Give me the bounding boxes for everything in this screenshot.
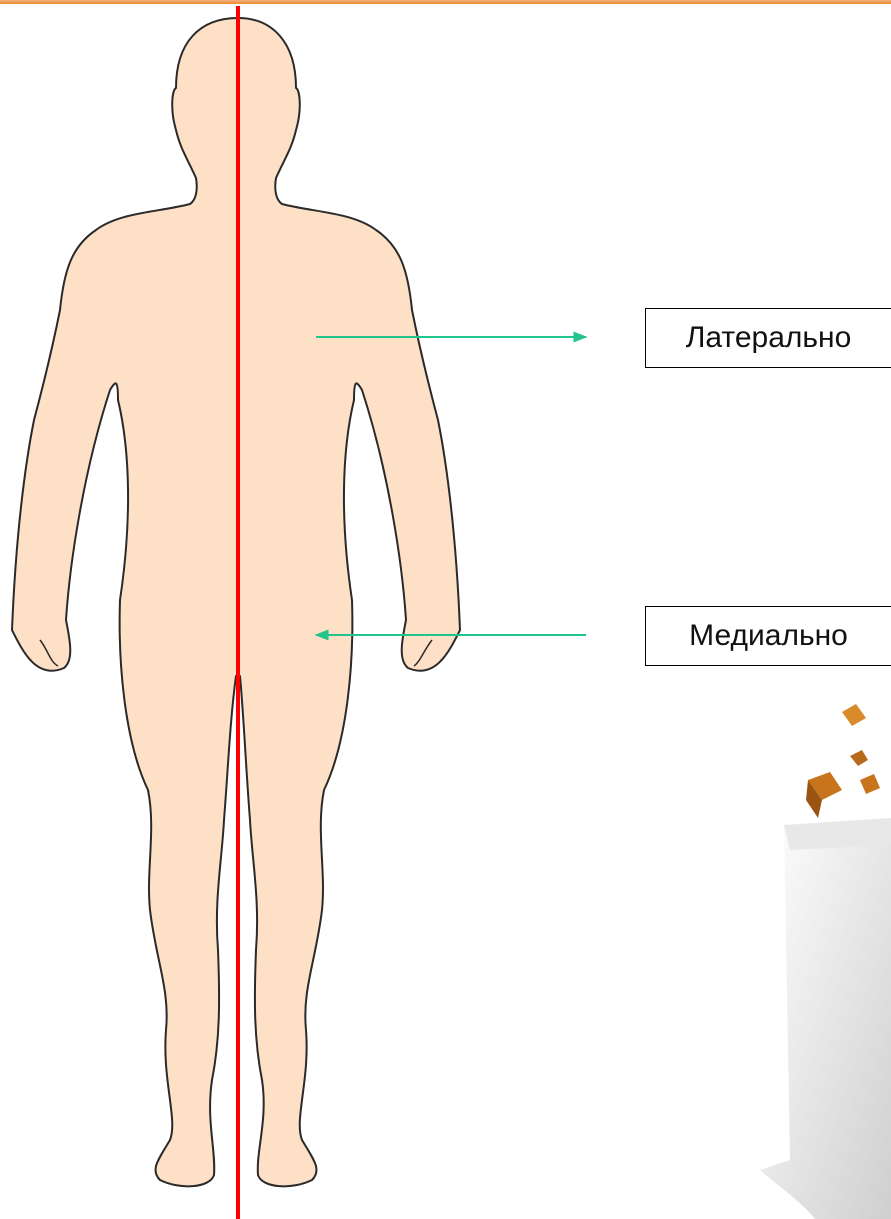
medial-label: Медиально [645, 606, 891, 666]
lateral-label: Латерально [645, 308, 891, 368]
box-with-cubes-icon [760, 704, 891, 1219]
